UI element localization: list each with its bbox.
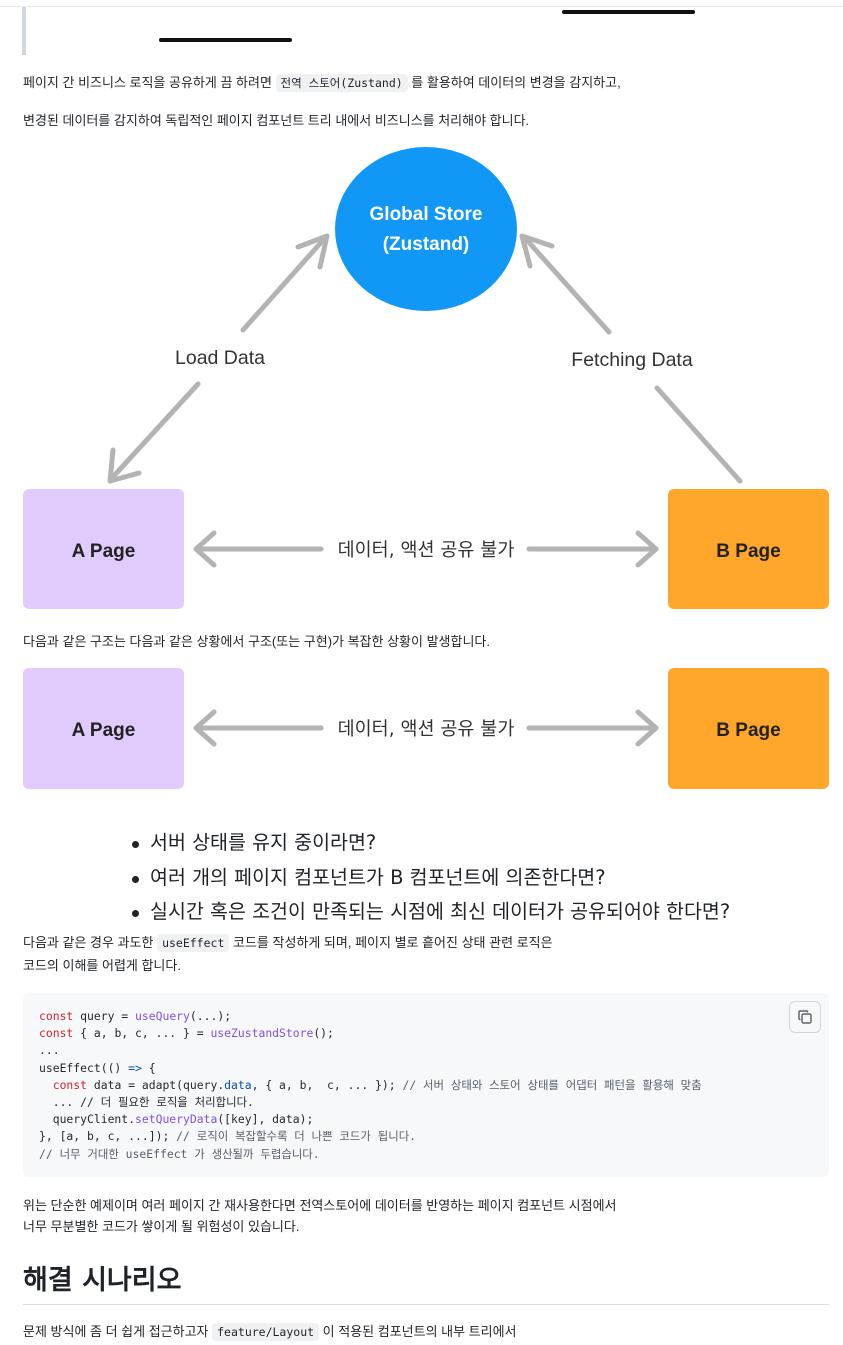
global-store-label: Global Store	[370, 204, 483, 225]
effect-line-2: 코드의 이해를 어렵게 합니다.	[23, 958, 181, 973]
share-unavailable-label: 데이터, 액션 공유 불가	[338, 719, 515, 740]
line-b-to-fetch	[654, 385, 743, 484]
list-item: 실시간 혹은 조건이 만족되는 시점에 최신 데이터가 공유되어야 한다면?	[128, 895, 730, 930]
page-a-label: A Page	[72, 720, 136, 741]
page-b-label: B Page	[716, 541, 780, 562]
arrow-fetch-to-store	[519, 233, 612, 335]
page-b-label: B Page	[716, 720, 780, 741]
load-data-label: Load Data	[175, 347, 265, 369]
page-b-node	[668, 489, 829, 609]
store-diagram: Global Store (Zustand) Load Data Fetchin…	[23, 147, 829, 609]
code-content: const query = useQuery(...); const { a, …	[39, 1009, 702, 1161]
page-a-label: A Page	[72, 541, 136, 562]
conclusion-line-1: 위는 단순한 예제이며 여러 페이지 간 재사용한다면 전역스토어에 데이터를 …	[23, 1198, 617, 1213]
structure-text: 다음과 같은 구조는 다음과 같은 상황에서 구조(또는 구현)가 복잡한 상황…	[23, 634, 490, 649]
arrow-load-to-a	[107, 381, 201, 484]
inline-code: useEffect	[157, 934, 230, 952]
page-b-node	[668, 668, 829, 789]
share-unavailable-label: 데이터, 액션 공유 불가	[338, 540, 515, 561]
fetching-data-label: Fetching Data	[571, 349, 693, 371]
scenario-list: 서버 상태를 유지 중이라면? 여러 개의 페이지 컴포넌트가 B 컴포넌트에 …	[128, 826, 730, 930]
blockquote-bar	[22, 7, 26, 55]
top-border	[0, 6, 843, 7]
effect-line-1: 다음과 같은 경우 과도한 useEffect 코드를 작성하게 되며, 페이지…	[23, 934, 553, 952]
global-store-node	[335, 147, 517, 311]
section-heading: 해결 시나리오	[23, 1265, 182, 1296]
pages-diagram: A Page B Page 데이터, 액션 공유 불가	[23, 668, 829, 789]
list-item: 여러 개의 페이지 컴포넌트가 B 컴포넌트에 의존한다면?	[128, 861, 730, 896]
code-block: const query = useQuery(...); const { a, …	[23, 993, 829, 1177]
copy-code-button[interactable]	[789, 1001, 821, 1033]
copy-icon	[798, 1010, 812, 1024]
global-store-sublabel: (Zustand)	[383, 234, 470, 255]
list-item: 서버 상태를 유지 중이라면?	[128, 826, 730, 861]
arrow-load-to-store	[240, 233, 330, 333]
double-arrow	[193, 530, 659, 568]
intro-line-2: 변경된 데이터를 감지하여 독립적인 페이지 컴포넌트 트리 내에서 비즈니스를…	[23, 113, 530, 128]
intro-line-1: 페이지 간 비즈니스 로직을 공유하게 끔 하려면 전역 스토어(Zustand…	[23, 74, 621, 92]
inline-code: feature/Layout	[212, 1323, 320, 1341]
decorative-dash	[562, 10, 695, 14]
inline-code: 전역 스토어(Zustand)	[275, 74, 408, 92]
last-line: 문제 방식에 좀 더 쉽게 접근하고자 feature/Layout 이 적용된…	[23, 1323, 517, 1341]
decorative-dash	[159, 38, 292, 42]
double-arrow	[193, 709, 659, 747]
conclusion-line-2: 너무 무분별한 코드가 쌓이게 될 위험성이 있습니다.	[23, 1219, 300, 1234]
heading-divider	[23, 1304, 829, 1305]
page-a-node	[23, 668, 184, 789]
page-a-node	[23, 489, 184, 609]
